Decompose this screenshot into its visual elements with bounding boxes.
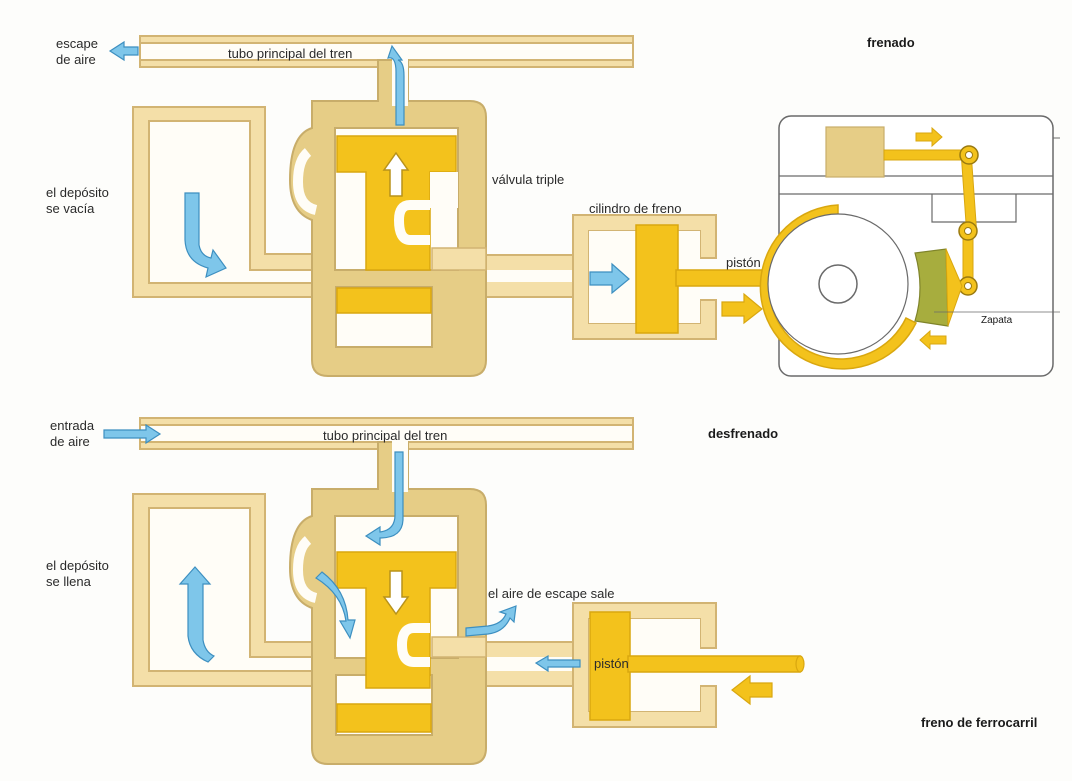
bottom-intake-right-arrow-icon — [103, 423, 162, 445]
top-title: frenado — [867, 35, 915, 50]
bottom-exhaust-out-arrow-icon — [465, 605, 517, 637]
bottom-cylinder-piston[interactable] — [589, 611, 805, 721]
bottom-title: desfrenado — [708, 426, 778, 441]
top-valve-piston[interactable] — [336, 135, 487, 314]
exhaust-out-label: el aire de escape sale — [488, 586, 614, 601]
brake-shoe — [914, 248, 1060, 327]
bottom-reservoir-label-2: se llena — [46, 574, 92, 589]
top-exhaust-left-arrow-icon — [108, 40, 139, 62]
brake-cylinder-label: cilindro de freno — [589, 201, 682, 216]
up-arrow-icon — [382, 151, 410, 197]
top-reservoir-down-arrow-icon — [184, 192, 227, 279]
down-arrow-icon — [382, 570, 410, 616]
brake-linkage — [825, 126, 979, 351]
bottom-push-left-arrow-icon — [731, 674, 773, 706]
bottom-valve-piston[interactable] — [336, 551, 487, 733]
top-exhaust-label-1: escape — [56, 36, 98, 51]
triple-valve-label: válvula triple — [492, 172, 564, 187]
top-exhaust-up-arrow-icon — [387, 44, 405, 126]
bottom-reservoir-up-arrow-icon — [178, 566, 216, 663]
top-air-right-arrow-icon — [589, 262, 630, 295]
shoe-label: Zapata — [981, 315, 1013, 326]
top-exhaust-label-2: de aire — [56, 52, 96, 67]
diagram-caption: freno de ferrocarril — [921, 715, 1037, 730]
bottom-main-pipe — [139, 417, 634, 450]
top-connector-pipe — [469, 254, 579, 298]
bottom-intake-down-arrow-icon — [364, 451, 404, 547]
bottom-intake-label-1: entrada — [50, 418, 95, 433]
top-main-pipe-label: tubo principal del tren — [228, 46, 352, 61]
wheel — [759, 204, 918, 370]
bottom-main-pipe-label: tubo principal del tren — [323, 428, 447, 443]
bottom-piston-label: pistón — [594, 656, 629, 671]
bottom-reservoir-label-1: el depósito — [46, 558, 109, 573]
top-push-right-arrow-icon — [721, 292, 763, 325]
top-reservoir-label-1: el depósito — [46, 185, 109, 200]
bottom-channel-arrow-icon — [315, 571, 356, 640]
top-braking-section: escape de aire tubo principal del tren f… — [46, 35, 1060, 377]
top-piston-label: pistón — [726, 255, 761, 270]
top-reservoir-label-2: se vacía — [46, 201, 95, 216]
bottom-intake-label-2: de aire — [50, 434, 90, 449]
bottom-air-left-arrow-icon — [534, 654, 581, 673]
bottom-release-section: entrada de aire tubo principal del tren … — [46, 417, 805, 765]
